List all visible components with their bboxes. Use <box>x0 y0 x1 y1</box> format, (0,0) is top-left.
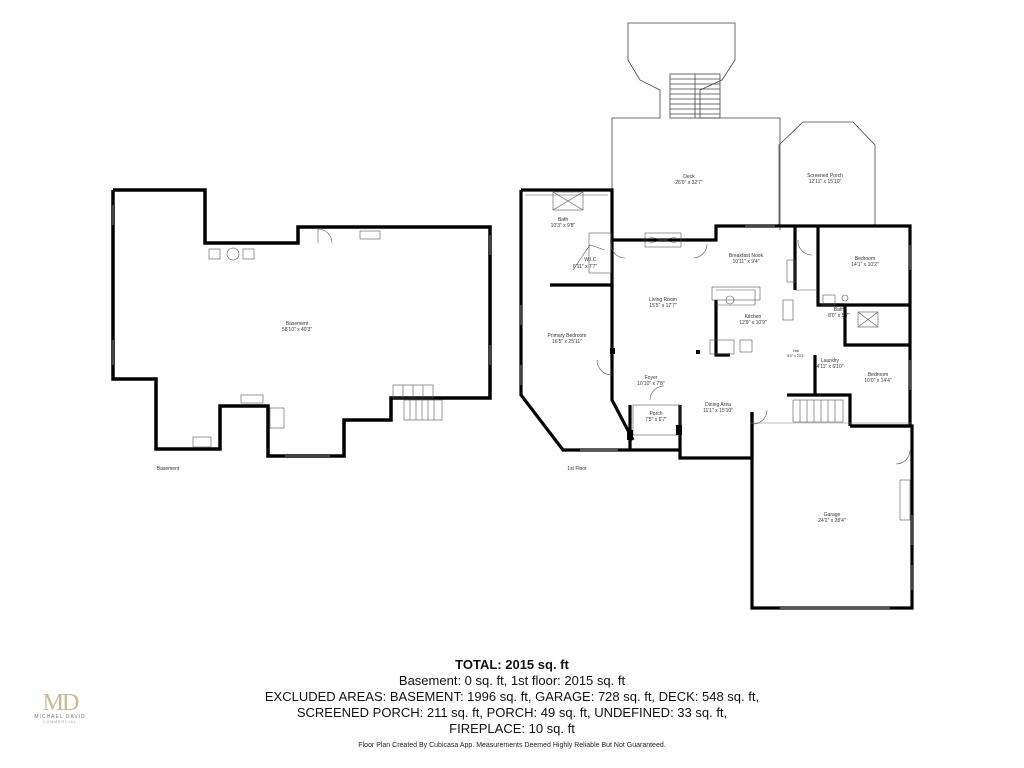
room-dims-screened-porch: 12'11" x 15'10" <box>809 179 842 185</box>
logo-subtitle: COMMERCIAL <box>43 720 77 724</box>
room-dims-hall: 8'0" x 20'3" <box>787 354 805 358</box>
room-dims-garage: 24'2" x 28'4" <box>818 518 846 524</box>
floor-label-basement: Basement <box>157 466 180 472</box>
room-name-dining-area: Dining Area <box>705 402 731 408</box>
room-name-kitchen: Kitchen <box>745 314 762 320</box>
room-name-porch: Porch <box>649 411 662 417</box>
deck-outline <box>611 22 781 238</box>
basement-plan <box>111 188 492 458</box>
room-dims-breakfast-nook: 10'11" x 9'4" <box>732 259 759 265</box>
room-name-hall: Hall <box>793 349 799 353</box>
room-dims-bath-primary: 10'3" x 9'8" <box>551 223 576 229</box>
summary-line: SCREENED PORCH: 211 sq. ft, PORCH: 49 sq… <box>296 705 728 720</box>
logo-mark: MD <box>42 690 80 716</box>
logo-name: MICHAEL DAVID <box>34 714 86 720</box>
basement-outer-wall <box>111 188 492 458</box>
room-name-deck: Deck <box>683 174 695 180</box>
first-floor-plan <box>519 22 914 610</box>
room-dims-bedroom-lower: 10'0" x 14'4" <box>864 378 892 384</box>
first-floor-walls <box>519 188 914 610</box>
room-dims-deck: 26'0" x 32'7" <box>675 180 703 186</box>
room-dims-wic: 6'11" x 7'7" <box>573 264 597 270</box>
room-dims-living-room: 15'5" x 17'7" <box>649 303 677 309</box>
room-name-bath-secondary: Bath <box>834 307 845 313</box>
room-name-living-room: Living Room <box>649 297 677 303</box>
room-dims-primary-bedroom: 16'5" x 25'11" <box>552 339 582 345</box>
room-name-laundry: Laundry <box>821 358 840 364</box>
room-dims-bath-secondary: 8'0" x 5'7" <box>828 313 850 319</box>
room-dims-dining-area: 11'1" x 15'10" <box>703 408 733 414</box>
room-labels: Basement 58'10" x 40'3" Deck 26'0" x 32'… <box>157 173 892 524</box>
first-floor-details <box>525 191 912 609</box>
room-name-garage: Garage <box>824 512 841 518</box>
floor-label-1st-floor: 1st Floor <box>567 466 587 472</box>
room-name-bedroom-lower: Bedroom <box>868 372 888 378</box>
summary-line: EXCLUDED AREAS: BASEMENT: 1996 sq. ft, G… <box>264 689 760 704</box>
room-name-primary-bedroom: Primary Bedroom <box>548 333 587 339</box>
room-dims-kitchen: 12'9" x 10'9" <box>739 320 767 326</box>
room-name-bath-primary: Bath <box>558 217 569 223</box>
summary-line: Basement: 0 sq. ft, 1st floor: 2015 sq. … <box>398 673 626 688</box>
room-name-foyer: Foyer <box>645 375 658 381</box>
room-name-screened-porch: Screened Porch <box>807 173 843 179</box>
credit-note: Floor Plan Created By Cubicasa App. Meas… <box>358 742 666 749</box>
room-name-wic: W.I.C. <box>584 257 598 263</box>
room-dims-porch: 7'5" x 6'7" <box>645 417 667 423</box>
room-name-breakfast-nook: Breakfast Nook <box>729 253 764 259</box>
area-summary: TOTAL: 2015 sq. ft Basement: 0 sq. ft, 1… <box>0 657 1024 737</box>
room-name-bedroom-upper: Bedroom <box>855 256 875 262</box>
room-dims-laundry: 4'11" x 6'10" <box>816 364 843 370</box>
floor-plan-drawing: Basement 58'10" x 40'3" Deck 26'0" x 32'… <box>111 22 914 610</box>
room-name-basement: Basement <box>286 321 309 327</box>
company-logo: MD MICHAEL DAVID COMMERCIAL <box>30 690 90 724</box>
room-dims-basement: 58'10" x 40'3" <box>282 327 312 333</box>
room-dims-bedroom-upper: 14'1" x 10'2" <box>851 262 879 268</box>
room-dims-foyer: 10'10" x 7'8" <box>637 381 665 387</box>
summary-line: FIREPLACE: 10 sq. ft <box>449 721 575 736</box>
total-area: TOTAL: 2015 sq. ft <box>455 657 569 672</box>
